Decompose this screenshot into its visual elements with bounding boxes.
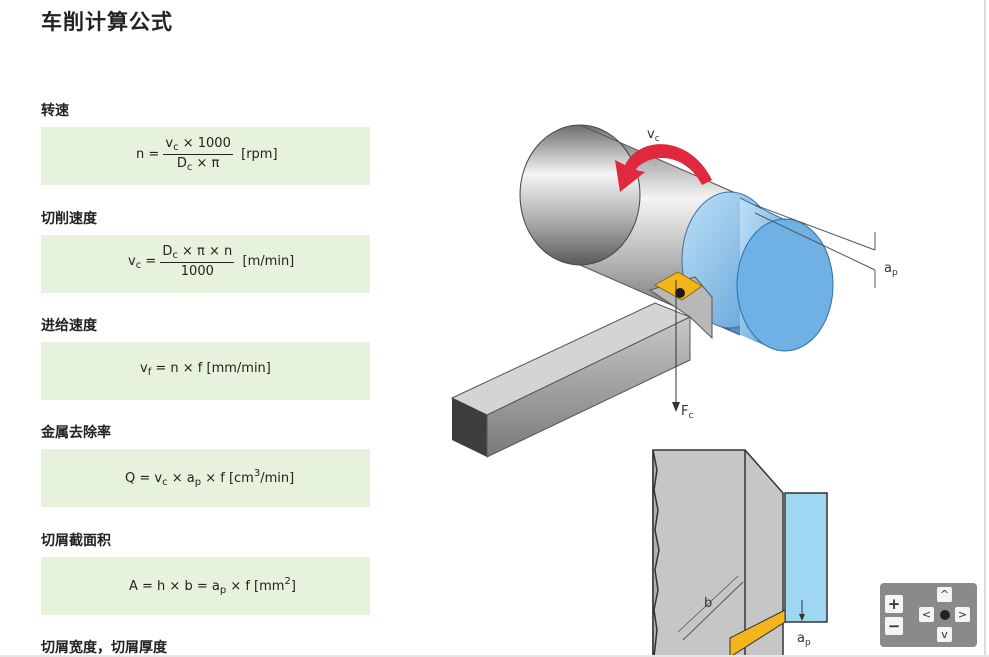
section-label-chip-width-thickness: 切屑宽度，切屑厚度 [41, 640, 167, 656]
vc-lhs-eq: = [141, 254, 157, 269]
vc-lhs-v: v [128, 254, 136, 269]
a-pre: A = h × b = a [129, 579, 220, 594]
tool-holder [450, 276, 713, 458]
pan-right-button[interactable]: > [955, 607, 970, 622]
rotation-arrow [615, 144, 712, 192]
a-exp: 2 [284, 576, 291, 587]
zoom-in-button[interactable]: + [885, 595, 903, 613]
vc-num-d: D [162, 244, 173, 259]
pan-up-button[interactable]: ^ [937, 587, 952, 602]
a-mid: × f [mm [226, 579, 285, 594]
vc-den: 1000 [180, 264, 214, 279]
label-b: b [704, 596, 712, 611]
q-mid1: × a [167, 471, 195, 486]
q-pre: Q = v [125, 471, 163, 486]
q-exp: 3 [253, 468, 261, 479]
formula-box-cutting-speed: vc = Dc × π × n 1000 [m/min] [41, 235, 370, 293]
label-ap-detail: ap [797, 631, 811, 648]
vc-num-rest: × π × n [177, 244, 233, 259]
zoom-out-button[interactable]: − [885, 617, 903, 635]
map-zoom-pan-control: + − ^ < > v [880, 583, 977, 647]
rpm-num-v: v [165, 136, 174, 151]
label-vc: vc [647, 127, 660, 144]
rpm-lhs: n = [136, 147, 160, 162]
vf-f: f [147, 367, 152, 378]
section-label-removal-rate: 金属去除率 [41, 425, 111, 441]
pan-left-button[interactable]: < [919, 607, 934, 622]
rpm-den-d: D [176, 156, 187, 171]
vc-unit: [m/min] [242, 254, 295, 269]
page-title: 车削计算公式 [41, 10, 173, 34]
rpm-unit: [rpm] [241, 147, 278, 162]
q-end: /min] [260, 471, 295, 486]
a-p: p [219, 585, 227, 596]
section-label-feed-speed: 进给速度 [41, 318, 97, 334]
formula-box-chip-area: A = h × b = ap × f [mm2] [41, 557, 370, 615]
formula-box-feed-speed: vf = n × f [mm/min] [41, 342, 370, 400]
vc-num-c: c [172, 250, 178, 261]
page-right-border [984, 0, 986, 657]
label-fc: Fc [681, 404, 693, 421]
page-bottom-border [0, 655, 989, 657]
a-end: ] [290, 579, 296, 594]
turning-diagram: vc ap Fc b ap [450, 124, 898, 657]
label-ap: ap [884, 261, 898, 278]
vc-fraction: Dc × π × n 1000 [160, 244, 235, 279]
rpm-num-c: c [173, 142, 179, 153]
depth-of-cut-marker [754, 204, 876, 288]
cutting-force-arrow [672, 280, 680, 412]
rpm-fraction: vc × 1000 Dc × π [163, 136, 233, 173]
rpm-num-rest: × 1000 [178, 136, 231, 151]
rpm-den-c: c [186, 162, 193, 173]
vf-v: v [140, 361, 148, 376]
chip-section-detail: b ap [652, 449, 828, 657]
q-p: p [194, 477, 202, 488]
q-mid2: × f [cm [201, 471, 254, 486]
formula-box-removal-rate: Q = vc × ap × f [cm3/min] [41, 449, 370, 507]
formula-box-rpm: n = vc × 1000 Dc × π [rpm] [41, 127, 370, 185]
rpm-den-rest: × π [192, 156, 220, 171]
cutting-insert [653, 271, 703, 301]
section-label-rpm: 转速 [41, 103, 69, 119]
q-c: c [162, 477, 168, 488]
section-label-chip-area: 切屑截面积 [41, 533, 111, 549]
pan-down-button[interactable]: v [937, 627, 952, 642]
section-label-cutting-speed: 切削速度 [41, 211, 97, 227]
pan-center-dot[interactable] [940, 610, 950, 620]
vf-rest: = n × f [mm/min] [151, 361, 271, 376]
vc-lhs-c: c [135, 260, 142, 271]
